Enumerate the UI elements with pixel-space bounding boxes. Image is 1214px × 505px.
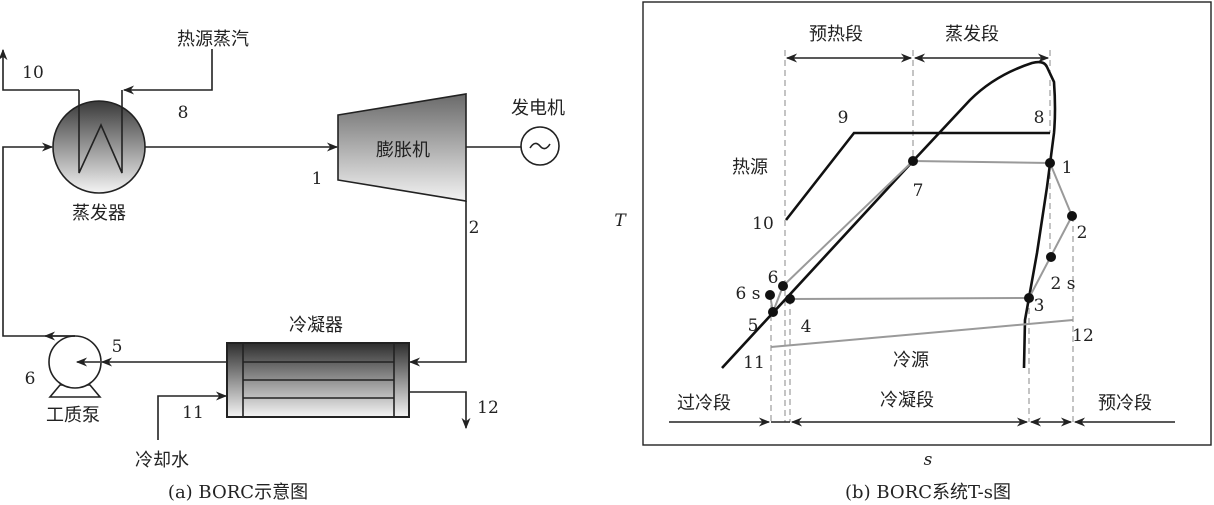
ts-point-3-label: 3 (1034, 296, 1045, 316)
state-point-4 (785, 294, 795, 304)
ac-wave-icon (529, 142, 551, 150)
cooling-water-label: 冷却水 (135, 450, 189, 471)
schematic-caption: (a) BORC示意图 (168, 482, 308, 503)
cold-source-line (770, 319, 1074, 348)
heat-source-steam-label: 热源蒸汽 (177, 29, 249, 50)
point-2-label: 2 (469, 218, 480, 238)
state-point-6s (765, 290, 775, 300)
state-point-5 (768, 307, 778, 317)
evaporation-label: 蒸发段 (945, 24, 999, 45)
point-10-label: 10 (22, 63, 44, 83)
s-axis-label: s (924, 450, 933, 470)
condenser-label: 冷凝器 (289, 315, 343, 336)
plot-frame (642, 1, 1212, 446)
ts-point-11-label: 11 (743, 353, 765, 373)
pipe-2 (408, 201, 467, 367)
ts-caption: (b) BORC系统T-s图 (845, 482, 1011, 503)
pump-label: 工质泵 (46, 405, 100, 426)
expander-label: 膨胀机 (376, 140, 430, 161)
schematic: 热源蒸汽 10 8 蒸发器 1 膨胀机 发电机 2 冷凝器 5 (0, 29, 565, 503)
ts-point-8-label: 8 (1034, 108, 1045, 128)
ts-point-10-label: 10 (752, 214, 774, 234)
ts-point-2-label: 2 (1077, 223, 1088, 243)
heat-source-inlet-pipe (122, 49, 213, 95)
ts-point-2s-label: 2 s (1051, 274, 1076, 294)
saturation-curve (721, 60, 1057, 369)
point-8-label: 8 (178, 103, 189, 123)
ts-point-6s-label: 6 s (736, 284, 761, 304)
point-12-label: 12 (477, 398, 499, 418)
state-point-3 (1024, 293, 1034, 303)
pipe-6 (2, 142, 75, 337)
state-point-2s (1046, 252, 1056, 262)
evaporator (52, 90, 146, 194)
condensation-label: 冷凝段 (880, 390, 934, 411)
t-axis-label: T (614, 211, 627, 231)
state-point-1 (1045, 158, 1055, 168)
state-point-6 (778, 281, 788, 291)
state-point-2 (1067, 211, 1077, 221)
state-point-7 (908, 156, 918, 166)
point-11-label: 11 (182, 403, 204, 423)
heat-source-label: 热源 (732, 157, 768, 178)
point-6-label: 6 (25, 369, 36, 389)
ts-diagram: 预热段 蒸发段 热源 冷源 (614, 1, 1212, 503)
heating-coil (78, 90, 123, 174)
cold-source-label: 冷源 (893, 350, 929, 371)
ts-point-12-label: 12 (1072, 326, 1094, 346)
subcool-label: 过冷段 (677, 393, 731, 414)
state-points (765, 156, 1077, 317)
evaporator-label: 蒸发器 (72, 203, 126, 224)
ts-point-7-label: 7 (913, 181, 924, 201)
cooling-water-outlet (409, 391, 471, 430)
ts-point-5-label: 5 (748, 316, 759, 336)
ts-point-6-label: 6 (768, 268, 779, 288)
heat-source-line (784, 131, 1050, 221)
ts-point-9-label: 9 (838, 108, 849, 128)
pump (48, 335, 102, 398)
generator-label: 发电机 (511, 98, 565, 119)
ts-point-4-label: 4 (801, 317, 812, 337)
ts-point-1-label: 1 (1062, 158, 1073, 178)
point-1-label: 1 (312, 169, 323, 189)
preheat-label: 预热段 (809, 24, 863, 45)
heat-source-outlet-pipe (0, 48, 79, 91)
condenser (226, 342, 410, 418)
guide-lines (770, 50, 1074, 422)
point-5-label: 5 (112, 337, 123, 357)
cooling-water-inlet (157, 391, 228, 440)
precool-label: 预冷段 (1098, 393, 1152, 414)
